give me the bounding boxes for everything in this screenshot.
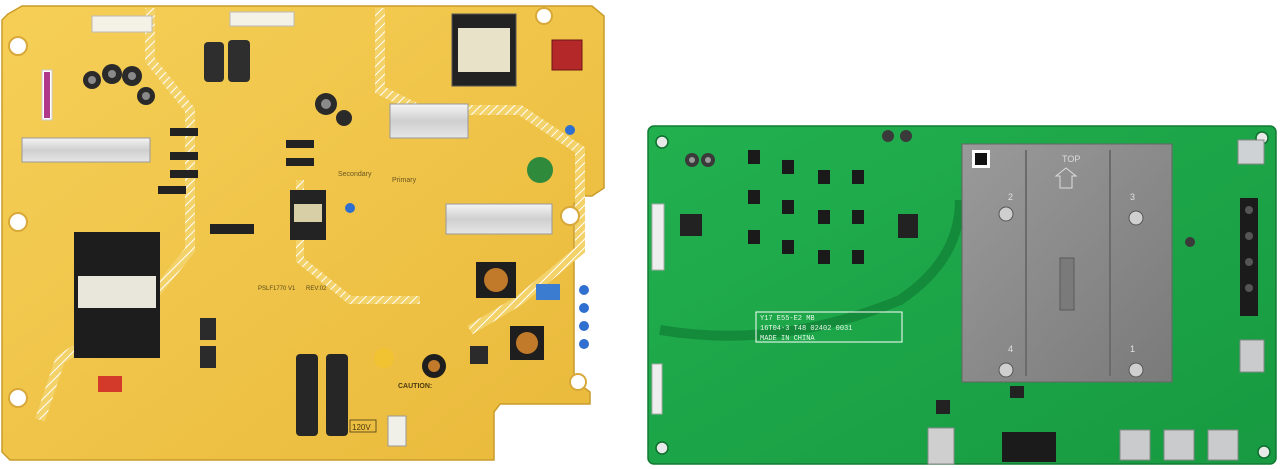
usb-port: [1237, 139, 1265, 165]
ic-chip: [936, 400, 950, 414]
primary-zone-label: Primary: [392, 177, 417, 184]
heatsink-left: [21, 137, 151, 163]
isolation-band: [375, 8, 585, 335]
connector: [229, 11, 295, 27]
connector: [91, 15, 153, 33]
power-part-number: PSLF1770 V1: [258, 286, 296, 292]
ic-chip: [680, 214, 702, 236]
heatsink-top-label: TOP: [1062, 154, 1080, 164]
silkscreen-box: [755, 311, 903, 343]
diode-array: [158, 128, 314, 234]
screw-number: 4: [1008, 344, 1013, 354]
ic-chip: [1010, 386, 1024, 398]
heatsink-slot: [1059, 257, 1075, 311]
voltage-label: 120V: [352, 423, 371, 432]
capacitor-group: [83, 64, 155, 105]
hdmi-port: [1207, 429, 1239, 461]
transformer-label: [294, 204, 322, 222]
heatsink-mid: [445, 203, 553, 235]
optical-port: [927, 427, 955, 465]
mounting-holes: [655, 131, 1271, 459]
barcode-sticker-stripe: [44, 72, 50, 118]
ethernet-rca-block: [1002, 432, 1056, 462]
terminal-block: [98, 376, 122, 392]
hdmi-port: [1163, 429, 1195, 461]
trace-band: [659, 199, 965, 341]
av-jack-block: [1240, 198, 1258, 316]
lvds-connector: [651, 203, 665, 271]
output-capacitors: [296, 348, 394, 436]
transformer-label: [458, 28, 510, 72]
qr-code-pattern: [975, 153, 987, 165]
y-capacitor-group: [345, 125, 589, 349]
transformer-label: [78, 276, 156, 308]
capacitor-group: [685, 130, 1195, 247]
heatsink-screws: [998, 206, 1144, 378]
voltage-box: [349, 419, 377, 433]
main-logic-board: Y17 E55-E2 MB 16T04-3 T48 02402 0031 MAD…: [647, 125, 1277, 465]
capacitor-group: [204, 40, 352, 126]
ic-chip: [898, 214, 918, 238]
board-origin: MADE IN CHINA: [760, 335, 815, 343]
board-model: Y17 E55-E2 MB: [760, 315, 815, 323]
heatsink-arrow-icon: [1054, 167, 1078, 189]
screw-number: 3: [1130, 192, 1135, 202]
input-connector: [387, 415, 407, 447]
caution-label: CAUTION:: [398, 383, 432, 390]
fuse: [551, 39, 583, 71]
screw-number: 2: [1008, 192, 1013, 202]
hdmi-port: [1119, 429, 1151, 461]
varistor: [527, 157, 553, 183]
heatsink-top-right: [389, 103, 469, 139]
screw-number: 1: [1130, 344, 1135, 354]
power-rev: REV:02: [306, 286, 327, 292]
secondary-zone-label: Secondary: [338, 171, 372, 178]
mosfet-array: [748, 150, 864, 264]
hdmi-port: [1239, 339, 1265, 373]
power-supply-board: PSLF1770 V1 REV:02 Secondary Primary CAU…: [1, 5, 605, 461]
isolation-band: [35, 8, 195, 422]
regulator-group: [200, 318, 488, 368]
av-jack-holes: [1245, 206, 1253, 292]
connector: [651, 363, 663, 415]
inspection-label: [536, 284, 560, 300]
mounting-holes: [8, 7, 587, 408]
board-code: 16T04-3 T48 02402 0031: [760, 325, 852, 333]
inductor-group: [422, 262, 544, 378]
